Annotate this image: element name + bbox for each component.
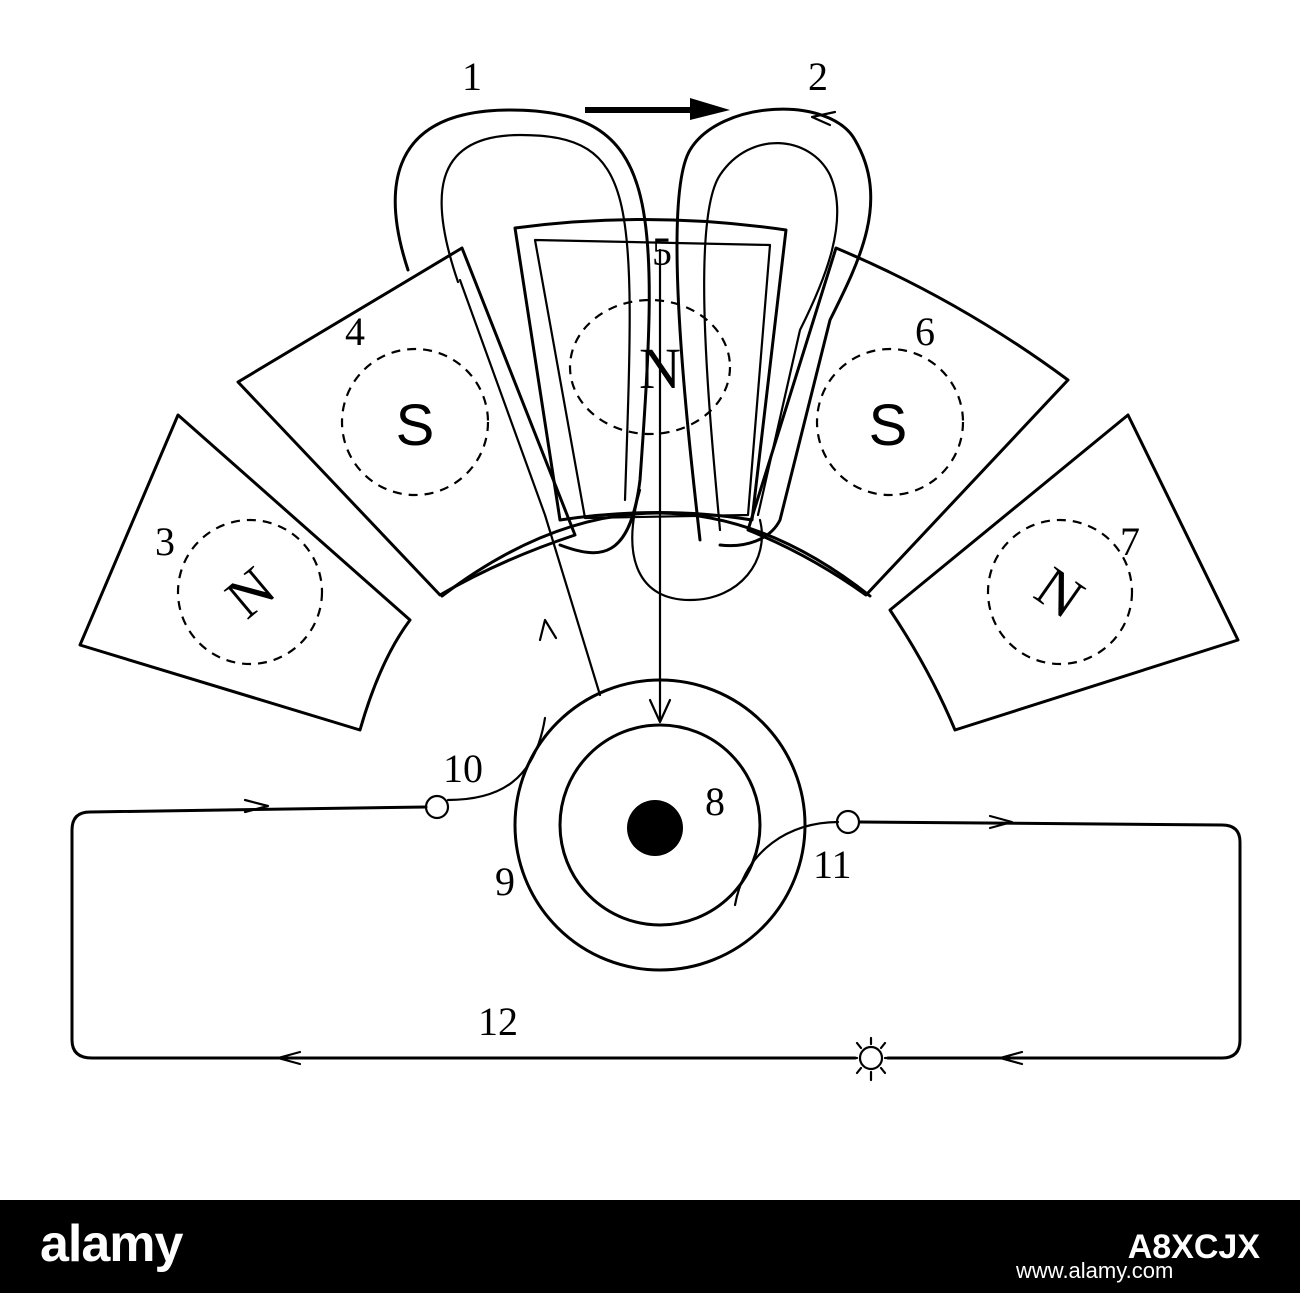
coil-left-lead bbox=[458, 278, 602, 697]
label-5: 5 bbox=[652, 229, 672, 274]
pole-3: N bbox=[213, 554, 287, 631]
circuit-arrow-top-left bbox=[243, 798, 270, 814]
left-lead-arrow bbox=[538, 618, 558, 642]
pole-4: S bbox=[396, 393, 435, 458]
commutator-inner-ring bbox=[558, 723, 762, 927]
field-magnet-6 bbox=[746, 246, 1070, 597]
stock-id: A8XCJX bbox=[1127, 1228, 1260, 1266]
core-inner bbox=[533, 238, 772, 520]
flux-circle-7 bbox=[986, 518, 1134, 666]
pole-6: S bbox=[869, 393, 908, 458]
label-1: 1 bbox=[462, 54, 482, 99]
coil-loop-2-inner bbox=[703, 142, 839, 532]
lamp-icon bbox=[849, 1036, 894, 1082]
label-9: 9 bbox=[495, 859, 515, 904]
brand-logo: alamy bbox=[40, 1215, 183, 1273]
pole-7: N bbox=[1024, 554, 1096, 631]
external-circuit bbox=[70, 805, 1242, 1060]
field-magnet-5 bbox=[513, 217, 788, 522]
label-2: 2 bbox=[808, 54, 828, 99]
label-4: 4 bbox=[345, 309, 365, 354]
shaft bbox=[627, 800, 683, 856]
coil-loop-2-outer bbox=[675, 107, 873, 548]
circuit-arrow-top-right bbox=[988, 814, 1014, 830]
label-6: 6 bbox=[915, 309, 935, 354]
circuit-arrow-bottom-left bbox=[276, 1050, 302, 1066]
label-3: 3 bbox=[155, 519, 175, 564]
terminal-11 bbox=[835, 809, 861, 835]
coil-loop-1-outer bbox=[393, 108, 651, 555]
label-10: 10 bbox=[443, 746, 483, 791]
label-11: 11 bbox=[813, 842, 852, 887]
coil-loop-1-inner bbox=[440, 133, 631, 502]
coil-arrow-2 bbox=[810, 110, 837, 127]
field-magnet-7 bbox=[888, 413, 1240, 732]
flux-circle-3 bbox=[176, 518, 324, 666]
brush-10 bbox=[446, 716, 547, 802]
label-8: 8 bbox=[705, 779, 725, 824]
field-magnet-3 bbox=[78, 413, 412, 732]
coil-bottom-loop bbox=[631, 488, 763, 602]
brush-11 bbox=[733, 820, 840, 907]
terminal-10 bbox=[424, 794, 450, 820]
circuit-arrow-bottom-right bbox=[998, 1050, 1024, 1066]
site-url: www.alamy.com bbox=[1016, 1258, 1174, 1283]
watermark-footer: alamy A8XCJX www.alamy.com bbox=[0, 1200, 1300, 1293]
flux-circle-4 bbox=[340, 347, 490, 497]
motion-arrow-head bbox=[690, 98, 730, 120]
dynamo-diagram: 1 2 3 4 5 6 7 8 9 10 11 12 N S N S N bbox=[70, 54, 1242, 1082]
label-12: 12 bbox=[478, 999, 518, 1044]
flux-circle-6 bbox=[815, 347, 965, 497]
center-lead-arrow bbox=[648, 698, 672, 724]
armature-arc bbox=[440, 511, 872, 598]
label-7: 7 bbox=[1120, 519, 1140, 564]
flux-circle-5 bbox=[568, 298, 732, 436]
commutator-outer-ring bbox=[513, 678, 807, 972]
pole-5: N bbox=[639, 336, 681, 401]
